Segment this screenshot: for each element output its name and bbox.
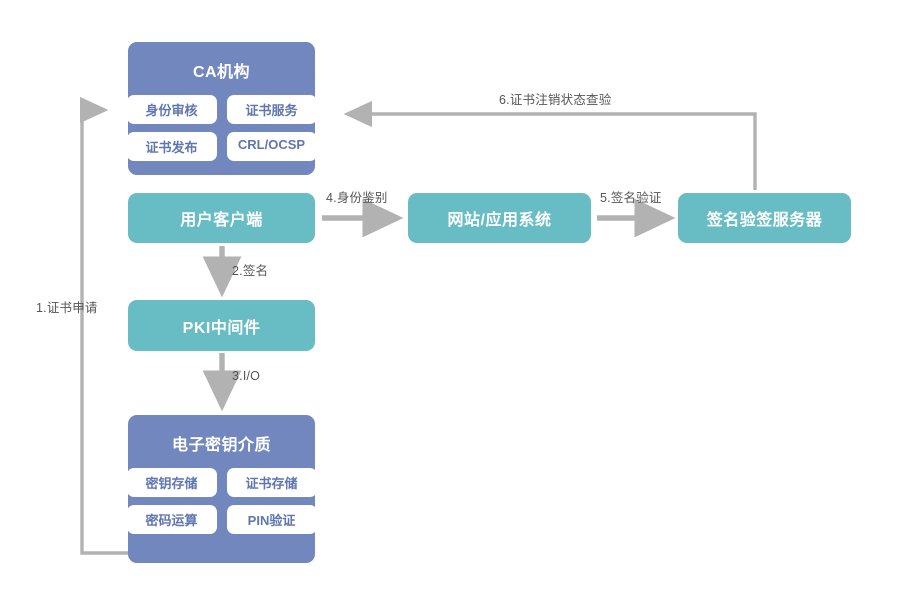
pill-certificate-service[interactable]: 证书服务 — [226, 95, 317, 124]
edge-label-certificate-request: 1.证书申请 — [36, 301, 98, 315]
edge-label-signature: 2.签名 — [232, 264, 269, 278]
node-title-website-application: 网站/应用系统 — [447, 212, 552, 229]
node-title-user-client: 用户客户端 — [180, 212, 263, 229]
edge-path-revocation-status-check — [343, 100, 757, 190]
node-website-application[interactable]: 网站/应用系统 — [408, 193, 591, 243]
node-user-client[interactable]: 用户客户端 — [128, 193, 315, 243]
pill-grid-ca-authority: 身份审核 证书服务 证书发布 CRL/OCSP — [126, 95, 317, 161]
pill-crypto-operation[interactable]: 密码运算 — [126, 505, 217, 534]
edge-label-identity-authentication: 4.身份鉴别 — [326, 191, 388, 205]
node-title-pki-middleware: PKI中间件 — [182, 319, 261, 337]
node-key-medium[interactable]: 电子密钥介质 密钥存储 证书存储 密码运算 PIN验证 — [126, 415, 317, 563]
pill-key-storage[interactable]: 密钥存储 — [126, 468, 217, 497]
pill-certificate-storage[interactable]: 证书存储 — [226, 468, 317, 497]
pill-identity-review[interactable]: 身份审核 — [126, 95, 217, 124]
pill-crl-ocsp[interactable]: CRL/OCSP — [226, 132, 317, 161]
edge-label-signature-verification: 5.签名验证 — [600, 191, 662, 205]
edge-label-revocation-status-check: 6.证书注销状态查验 — [499, 93, 612, 107]
edge-path-certificate-request — [79, 96, 128, 555]
node-ca-authority[interactable]: CA机构 身份审核 证书服务 证书发布 CRL/OCSP — [126, 42, 317, 175]
pill-pin-verification[interactable]: PIN验证 — [226, 505, 317, 534]
node-title-key-medium: 电子密钥介质 — [171, 437, 271, 454]
node-signature-server[interactable]: 签名验签服务器 — [678, 193, 851, 243]
node-title-ca-authority: CA机构 — [192, 64, 251, 81]
node-pki-middleware[interactable]: PKI中间件 — [128, 300, 315, 351]
pill-grid-key-medium: 密钥存储 证书存储 密码运算 PIN验证 — [126, 468, 317, 534]
edge-label-io: 3.I/O — [232, 369, 261, 383]
node-title-signature-server: 签名验签服务器 — [706, 212, 823, 229]
pill-certificate-publish[interactable]: 证书发布 — [126, 132, 217, 161]
